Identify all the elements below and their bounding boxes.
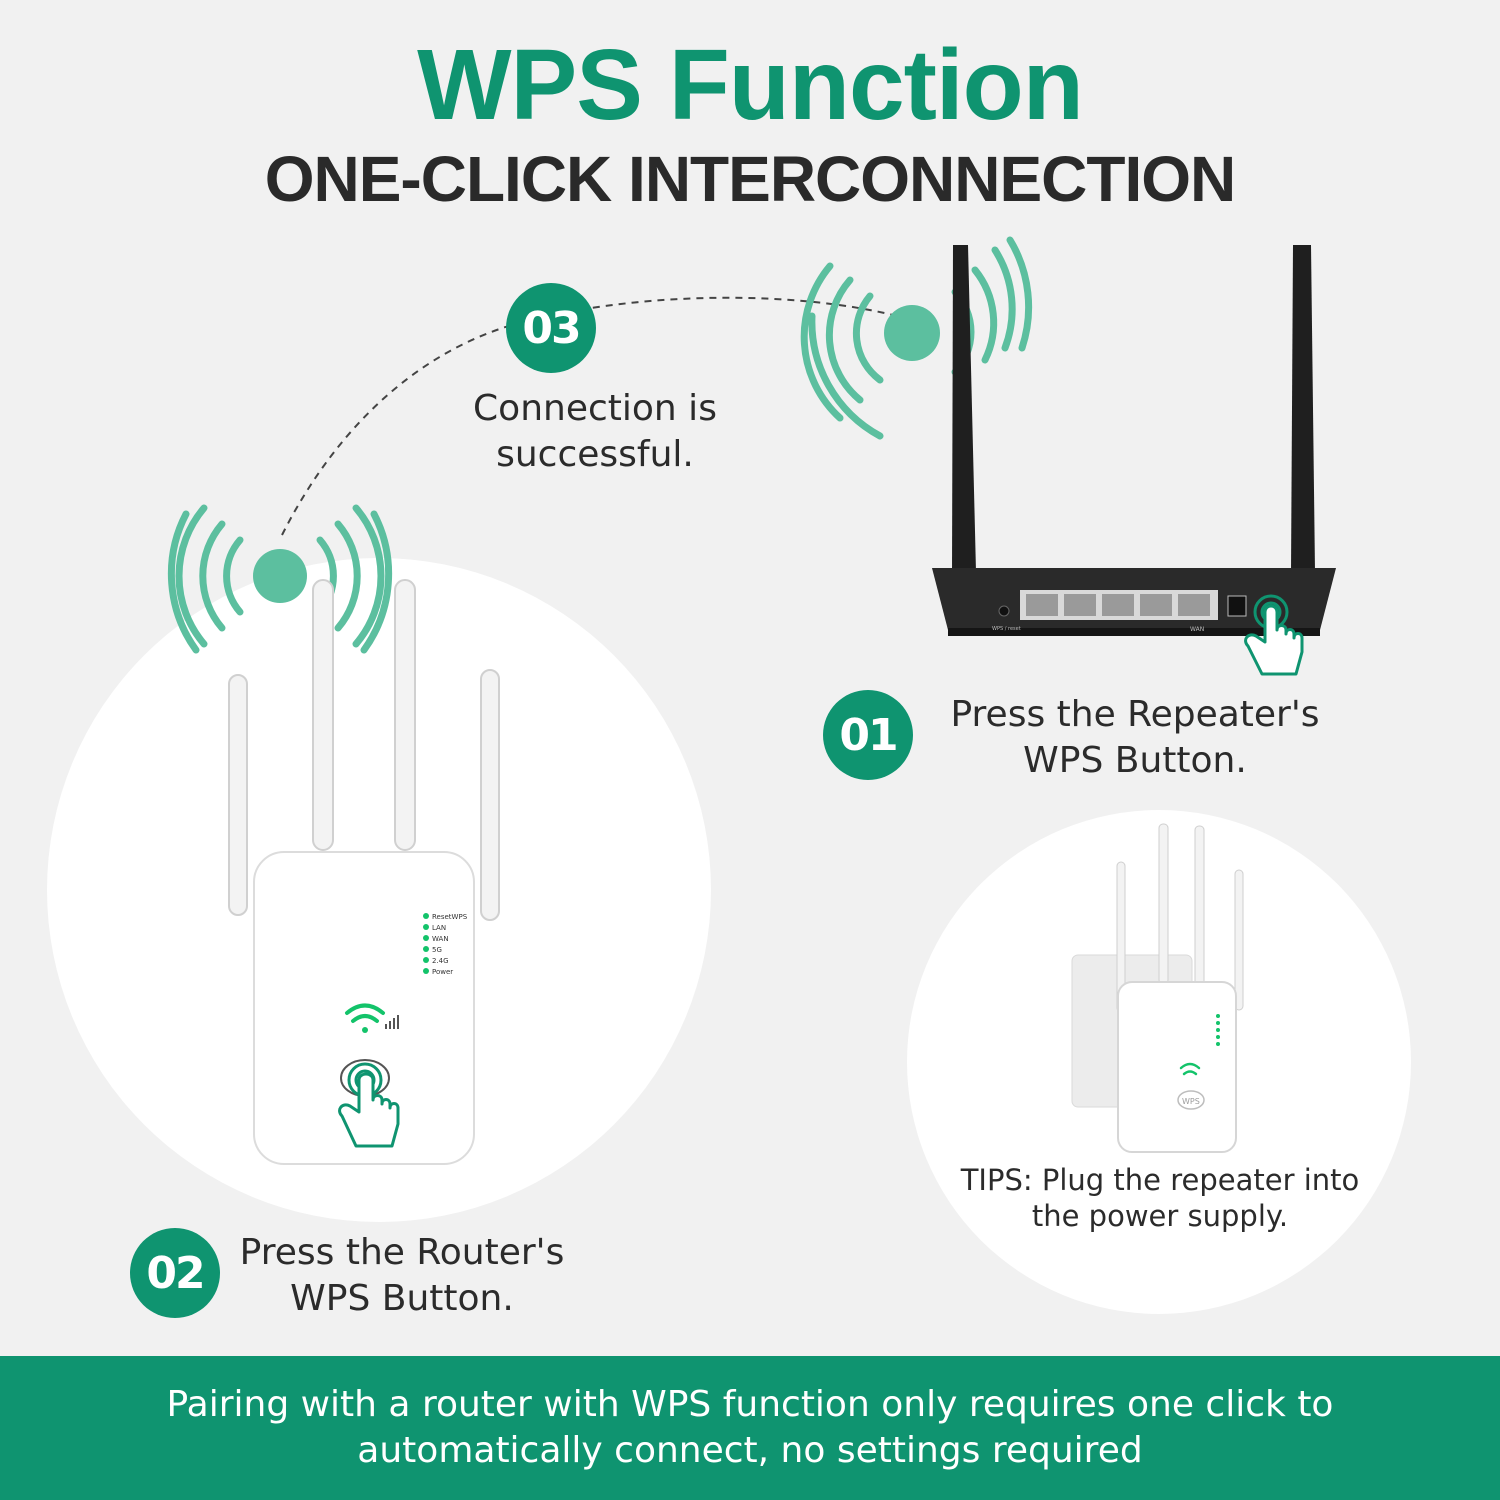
- indicator-label-lan: LAN: [432, 924, 446, 932]
- indicator-label-resetwps: ResetWPS: [432, 913, 468, 921]
- repeater-signal-icon: [167, 504, 393, 654]
- tips-line2: the power supply.: [1031, 1199, 1289, 1233]
- repeater-icon: [228, 579, 500, 1165]
- small-repeater-icon: [1071, 823, 1244, 1153]
- step-02-line1: Press the Router's: [239, 1232, 565, 1273]
- repeater-tap-finger-icon: [338, 1059, 400, 1148]
- step-02-label: Press the Router's WPS Button.: [222, 1230, 582, 1322]
- tips-line1: TIPS: Plug the repeater into: [960, 1163, 1360, 1197]
- small-wps-button-label: WPS: [1182, 1097, 1200, 1106]
- signal-bars-icon: [385, 1015, 399, 1029]
- router-wan-label: WAN: [1190, 626, 1204, 633]
- indicator-label-power: Power: [432, 968, 453, 976]
- step-01-badge: 01: [823, 690, 913, 780]
- indicator-label-5g: 5G: [432, 946, 442, 954]
- router-tap-finger-icon: [1244, 594, 1304, 676]
- footer-banner: Pairing with a router with WPS function …: [0, 1356, 1500, 1500]
- step-01-line2: WPS Button.: [1023, 740, 1247, 781]
- indicator-label-wan: WAN: [432, 935, 449, 943]
- step-01-line1: Press the Repeater's: [950, 694, 1320, 735]
- page-subtitle: ONE-CLICK INTERCONNECTION: [264, 143, 1237, 215]
- wifi-signal-icon: [345, 1003, 385, 1033]
- step-02-badge: 02: [130, 1228, 220, 1318]
- router-reset-label: WPS / reset: [992, 626, 1021, 632]
- step-03-line2: successful.: [496, 434, 694, 475]
- footer-line2: automatically connect, no settings requi…: [357, 1430, 1143, 1471]
- step-03-line1: Connection is: [473, 388, 717, 429]
- step-03-label: Connection is successful.: [430, 386, 760, 478]
- page-title: WPS Function: [417, 29, 1084, 141]
- tips-text: TIPS: Plug the repeater into the power s…: [940, 1162, 1380, 1234]
- step-03-badge: 03: [506, 283, 596, 373]
- connection-dashed-path: [281, 296, 906, 536]
- router-signal-icon: [800, 236, 1033, 440]
- footer-line1: Pairing with a router with WPS function …: [166, 1384, 1334, 1425]
- indicator-label-24g: 2.4G: [432, 957, 449, 965]
- step-01-label: Press the Repeater's WPS Button.: [930, 692, 1340, 784]
- step-02-line2: WPS Button.: [290, 1278, 514, 1319]
- router-icon: [932, 245, 1336, 636]
